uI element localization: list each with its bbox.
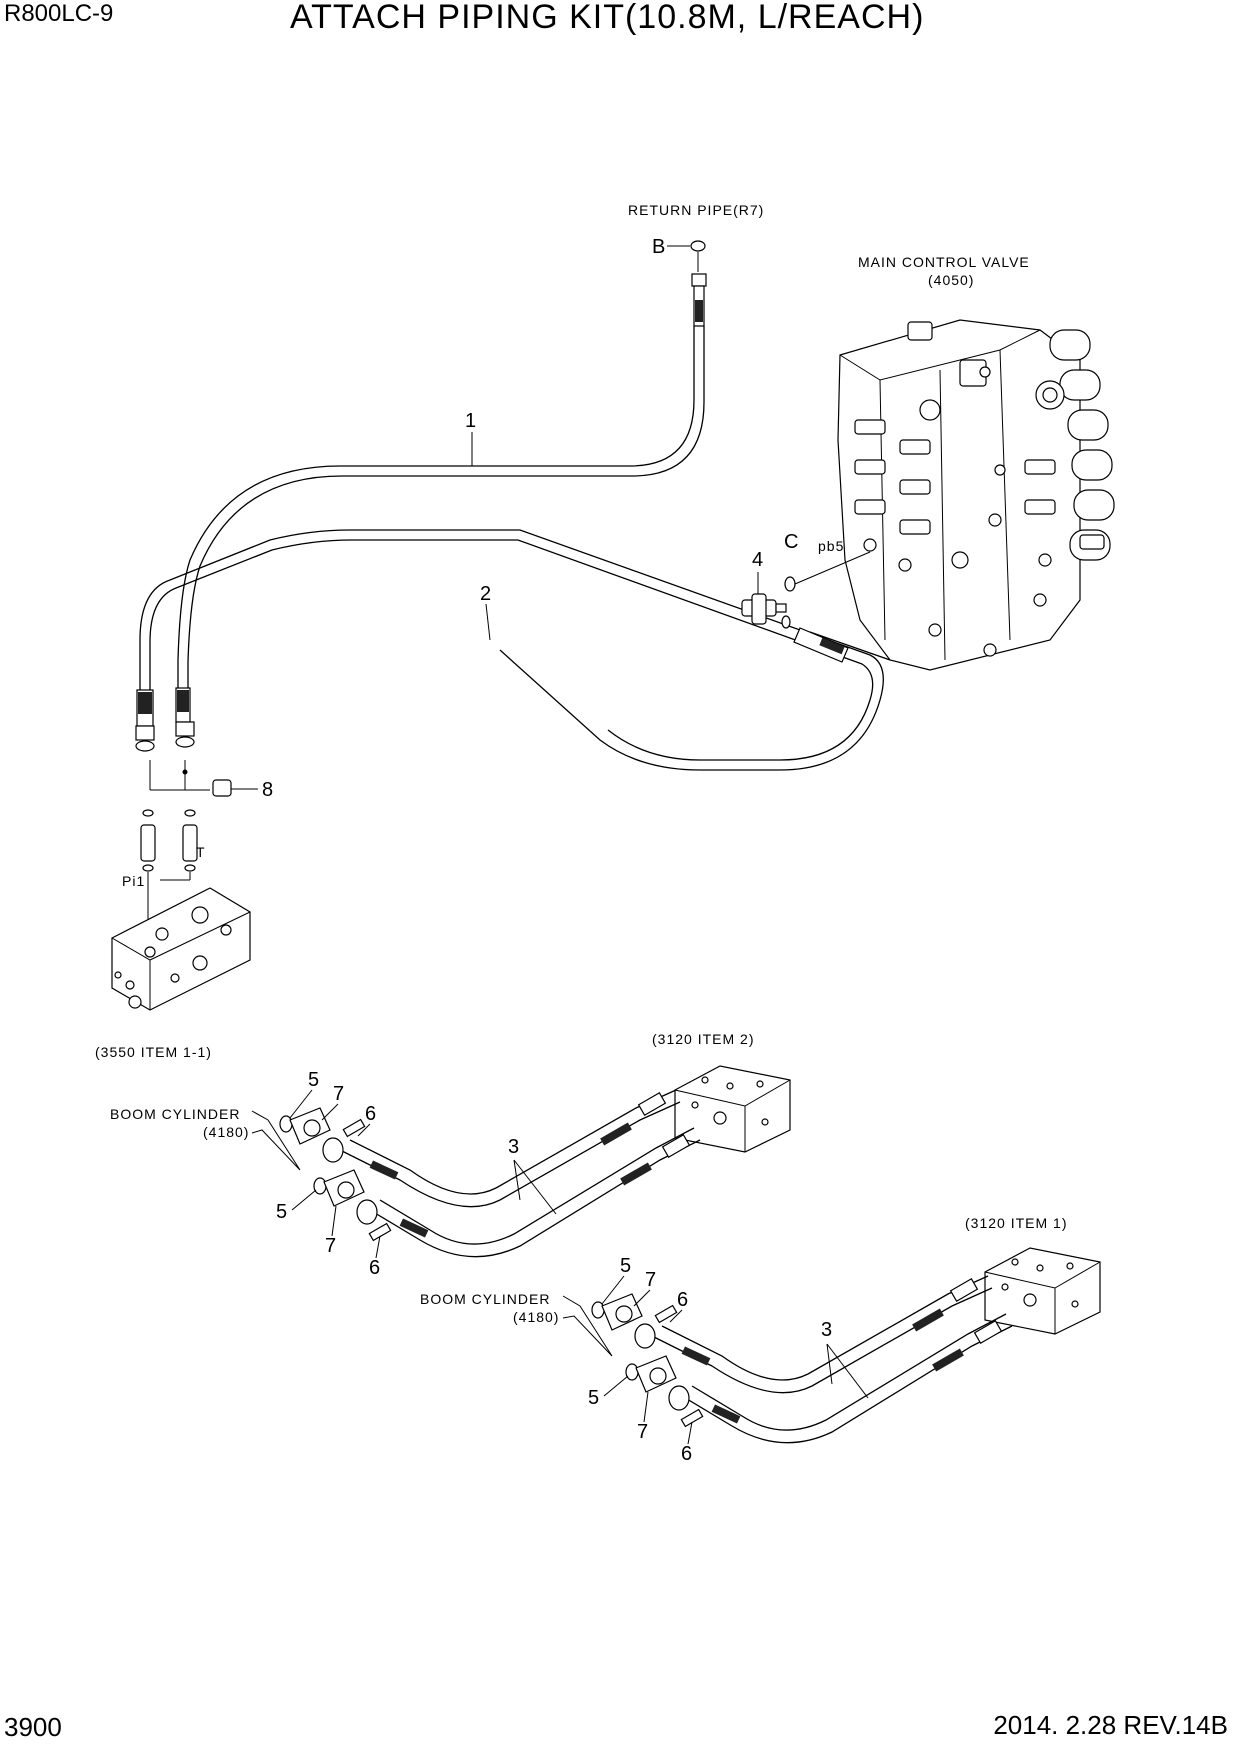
oring-a — [142, 809, 154, 817]
flange-set-lower — [591, 1293, 704, 1428]
oring-b — [184, 809, 196, 817]
port-pb5-label: pb5 — [818, 538, 844, 554]
hose-1-nut — [691, 273, 707, 287]
revision-stamp: 2014. 2.28 REV.14B — [993, 1710, 1228, 1740]
callout-6c: 6 — [677, 1289, 688, 1311]
callout-7b: 7 — [325, 1235, 336, 1257]
callout-5b: 5 — [276, 1201, 287, 1223]
return-pipe-label: RETURN PIPE(R7) — [628, 202, 764, 218]
boom-cyl-1-ref: (4180) — [203, 1124, 249, 1140]
tee-fitting-item-4 — [741, 593, 787, 625]
callout-7c: 7 — [645, 1269, 656, 1291]
hoses-item-3-lower — [651, 1275, 1013, 1444]
oring-d — [184, 864, 196, 872]
fitting-washer-b — [175, 736, 195, 748]
main-control-valve — [837, 319, 1115, 671]
callout-8: 8 — [262, 779, 273, 801]
port-c-oring — [784, 576, 796, 592]
callout-2: 2 — [480, 583, 491, 605]
main-valve-label: MAIN CONTROL VALVE — [858, 254, 1030, 270]
callout-6b: 6 — [369, 1257, 380, 1279]
manifold-1-ref: (3120 ITEM 1) — [965, 1215, 1067, 1231]
adapter-b — [182, 824, 198, 862]
port-pi1-label: Pi1 — [122, 873, 145, 889]
oring-c — [142, 864, 154, 872]
port-b-label: B — [652, 236, 665, 258]
manifold-2-ref: (3120 ITEM 2) — [652, 1031, 754, 1047]
hose-1-end-crimp — [177, 690, 189, 712]
adapter-a — [140, 824, 156, 862]
flange-set-upper — [279, 1107, 392, 1242]
callout-7d: 7 — [637, 1421, 648, 1443]
callout-6a: 6 — [365, 1103, 376, 1125]
block-ref-label: (3550 ITEM 1-1) — [95, 1044, 212, 1060]
callout-5d: 5 — [588, 1387, 599, 1409]
left-fittings — [135, 721, 258, 930]
hoses-item-3-upper — [339, 1089, 701, 1258]
tee-oring — [781, 615, 791, 629]
callout-2-leader — [485, 603, 491, 641]
hose-1 — [175, 273, 707, 723]
page-number: 3900 — [4, 1712, 62, 1742]
hose-2-end-crimp — [138, 692, 152, 714]
port-c-label: C — [784, 531, 798, 553]
plug-item-8 — [212, 779, 232, 797]
boom-cyl-1-leader — [251, 1110, 301, 1171]
callout-3a: 3 — [508, 1136, 519, 1158]
page-title: ATTACH PIPING KIT(10.8M, L/REACH) — [290, 0, 925, 36]
boom-cyl-2-label: BOOM CYLINDER — [420, 1291, 550, 1307]
callout-5c: 5 — [620, 1255, 631, 1277]
main-valve-ref: (4050) — [928, 272, 974, 288]
pilot-block — [111, 887, 251, 1011]
hose-2-valve-crimp — [819, 637, 845, 655]
callout-3b-leader — [826, 1343, 869, 1399]
fitting-nut-b — [175, 721, 195, 737]
model-number: R800LC-9 — [4, 0, 114, 27]
callout-5a: 5 — [308, 1069, 319, 1091]
callout-6d: 6 — [681, 1443, 692, 1465]
manifold-item-2 — [674, 1065, 791, 1153]
fitting-washer-a — [135, 740, 155, 752]
callout-3b: 3 — [821, 1319, 832, 1341]
callout-3a-leader — [513, 1159, 557, 1215]
hose-1-crimp — [695, 300, 703, 322]
branch-dot — [182, 769, 188, 775]
hose-2 — [136, 529, 891, 771]
port-c-axis — [794, 551, 871, 585]
manifold-item-1 — [984, 1247, 1101, 1335]
boom-cyl-2-leader — [562, 1295, 613, 1357]
port-t-label: T — [196, 844, 206, 860]
callout-7a: 7 — [333, 1083, 344, 1105]
callout-1: 1 — [465, 410, 476, 432]
boom-cyl-1-label: BOOM CYLINDER — [110, 1106, 240, 1122]
port-b-oring — [690, 240, 706, 252]
fitting-nut-a — [135, 725, 155, 741]
callout-4: 4 — [752, 549, 763, 571]
boom-cyl-2-ref: (4180) — [513, 1309, 559, 1325]
